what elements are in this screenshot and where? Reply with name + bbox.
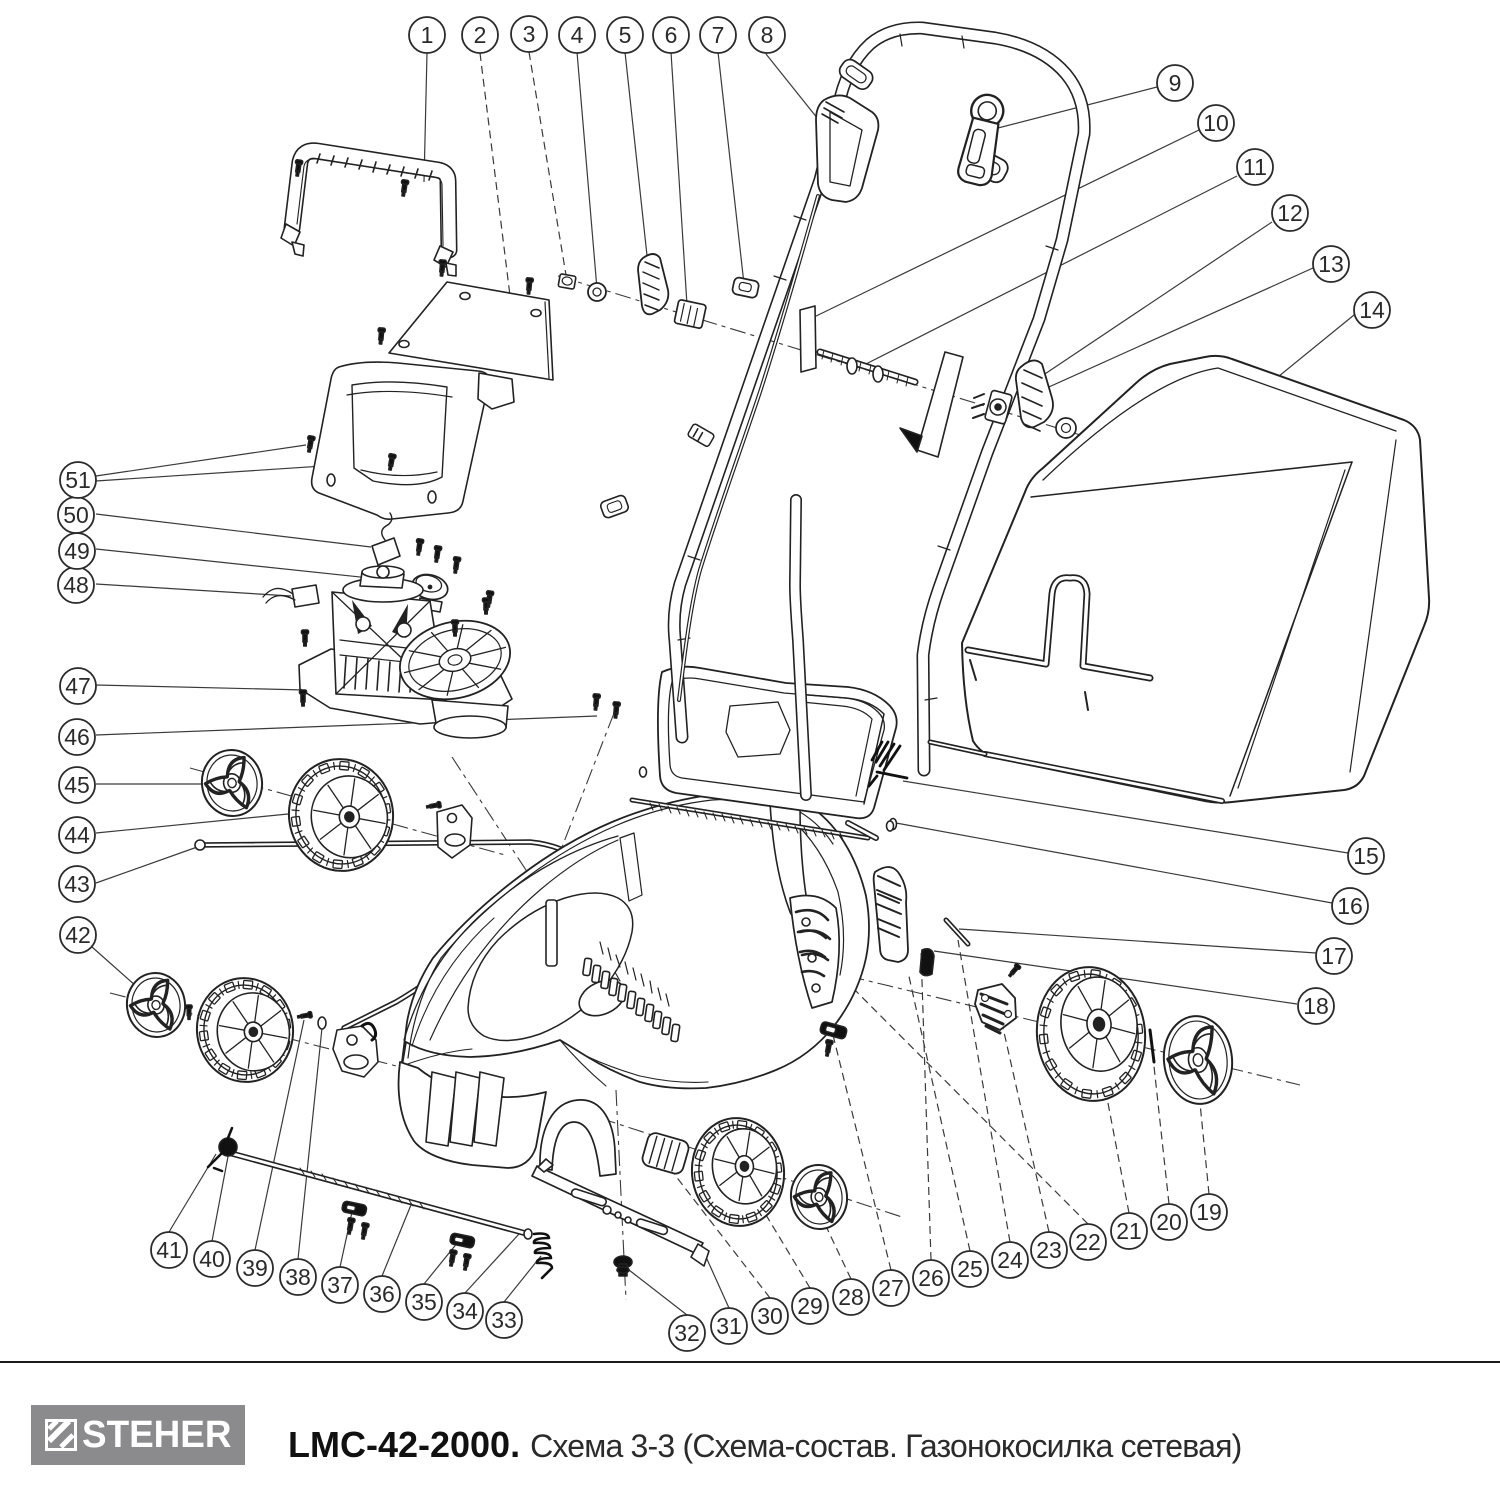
svg-text:43: 43 [64, 871, 90, 897]
svg-text:47: 47 [65, 673, 91, 699]
svg-text:33: 33 [491, 1307, 517, 1333]
svg-text:34: 34 [452, 1298, 478, 1324]
svg-text:9: 9 [1169, 70, 1182, 96]
svg-text:24: 24 [997, 1247, 1023, 1273]
svg-text:50: 50 [63, 502, 89, 528]
svg-text:11: 11 [1243, 154, 1267, 180]
svg-text:42: 42 [65, 922, 91, 948]
svg-text:44: 44 [64, 822, 90, 848]
svg-text:46: 46 [64, 724, 90, 750]
svg-text:37: 37 [327, 1272, 353, 1298]
svg-text:23: 23 [1036, 1237, 1062, 1263]
svg-text:49: 49 [64, 538, 90, 564]
svg-text:14: 14 [1359, 297, 1385, 323]
svg-text:5: 5 [619, 22, 632, 48]
svg-text:29: 29 [797, 1293, 823, 1319]
svg-text:41: 41 [156, 1237, 182, 1263]
svg-text:32: 32 [674, 1320, 700, 1346]
svg-text:30: 30 [757, 1303, 783, 1329]
svg-text:1: 1 [421, 22, 434, 48]
svg-text:21: 21 [1116, 1218, 1142, 1244]
svg-text:6: 6 [665, 22, 678, 48]
svg-text:27: 27 [878, 1275, 904, 1301]
svg-text:12: 12 [1277, 200, 1303, 226]
svg-text:48: 48 [63, 572, 89, 598]
svg-text:36: 36 [369, 1281, 395, 1307]
svg-text:25: 25 [957, 1256, 983, 1282]
svg-text:38: 38 [285, 1264, 311, 1290]
svg-text:31: 31 [716, 1313, 742, 1339]
svg-text:13: 13 [1318, 251, 1344, 277]
svg-text:4: 4 [571, 22, 584, 48]
svg-text:19: 19 [1196, 1199, 1222, 1225]
svg-text:40: 40 [199, 1246, 225, 1272]
svg-text:45: 45 [64, 772, 90, 798]
svg-text:3: 3 [523, 21, 536, 47]
svg-text:22: 22 [1075, 1229, 1101, 1255]
svg-text:28: 28 [838, 1284, 864, 1310]
svg-text:39: 39 [242, 1255, 268, 1281]
svg-text:18: 18 [1303, 993, 1329, 1019]
svg-text:10: 10 [1203, 110, 1229, 136]
svg-text:8: 8 [761, 22, 774, 48]
svg-text:35: 35 [411, 1289, 437, 1315]
svg-text:15: 15 [1353, 843, 1379, 869]
svg-text:51: 51 [65, 467, 91, 493]
svg-text:20: 20 [1156, 1209, 1182, 1235]
svg-text:16: 16 [1337, 893, 1363, 919]
svg-text:17: 17 [1321, 943, 1347, 969]
svg-text:26: 26 [918, 1265, 944, 1291]
svg-text:7: 7 [712, 22, 725, 48]
svg-text:2: 2 [474, 22, 487, 48]
